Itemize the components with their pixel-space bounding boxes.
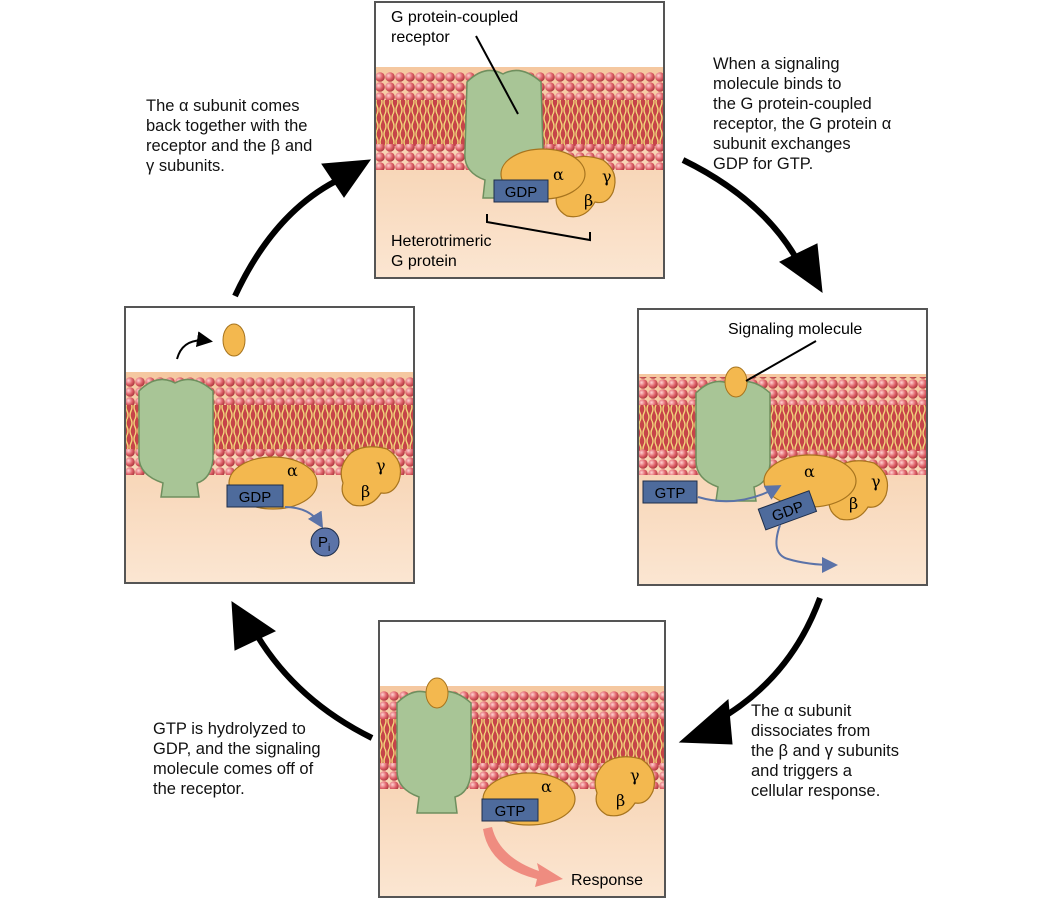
beta-label: β	[584, 191, 593, 210]
inorganic-phosphate	[310, 527, 340, 557]
gpcr-receptor	[138, 378, 214, 498]
caption-reassembly: The α subunit comes back together with t…	[146, 97, 313, 175]
alpha-label: α	[541, 777, 552, 796]
cycle-arrow-bottom-right	[713, 596, 823, 725]
heterotrimeric-label-line2: G protein	[391, 253, 457, 270]
cycle-arrows	[231, 157, 823, 745]
phosphate-release-arrow	[284, 506, 324, 529]
gtp-box	[481, 798, 539, 822]
cycle-arrowhead-top-right	[779, 243, 823, 294]
signaling-pointer-line	[745, 340, 817, 382]
beta-label: β	[361, 482, 370, 501]
alpha-label: α	[804, 462, 815, 481]
released-signaling-molecule	[222, 323, 246, 357]
caption-activation: When a signaling molecule binds to the G…	[713, 55, 892, 173]
signaling-molecule-label: Signaling molecule	[728, 321, 862, 338]
gtp-label: GTP	[655, 485, 686, 502]
signaling-molecule	[724, 366, 748, 398]
gtp-box	[642, 480, 698, 504]
gamma-label: γ	[630, 766, 640, 785]
panel-frame	[378, 620, 666, 898]
response-arrow	[483, 827, 563, 887]
cycle-arrowhead-bottom-left	[231, 601, 277, 651]
release-arrow	[176, 331, 213, 360]
cycle-arrow-top-left	[232, 175, 344, 298]
gdp-box	[493, 179, 549, 203]
gpcr-pointer-line	[475, 35, 519, 115]
cycle-arrowhead-bottom-right	[678, 698, 733, 745]
cycle-arrow-bottom-left	[252, 630, 374, 741]
signaling-molecule	[425, 677, 449, 709]
gpcr-label-line1: G protein-coupled	[391, 9, 518, 26]
gtp-entry-arrow	[697, 485, 782, 503]
heterotrimeric-label-line1: Heterotrimeric	[391, 233, 491, 250]
beta-gamma-subunit	[340, 446, 402, 507]
gdp-exit-arrow	[775, 524, 838, 573]
cycle-arrowhead-top-left	[321, 159, 372, 198]
gamma-label: γ	[376, 456, 386, 475]
gpcr-label-line2: receptor	[391, 29, 450, 46]
gamma-label: γ	[871, 472, 881, 491]
alpha-label: α	[553, 165, 564, 184]
caption-hydrolysis: GTP is hydrolyzed to GDP, and the signal…	[153, 720, 321, 798]
panel-activation: Signaling molecule γ β α GTP GDP	[637, 308, 928, 586]
gamma-label: γ	[602, 167, 612, 186]
beta-label: β	[616, 791, 625, 810]
panel-inactive: γ β α GDP G protein-coupled receptor Het…	[374, 1, 665, 279]
panel-frame	[637, 308, 928, 586]
pi-label: P	[318, 534, 328, 551]
caption-dissociation: The α subunit dissociates from the β and…	[751, 702, 900, 800]
panel-frame	[124, 306, 415, 584]
cycle-arrow-top-right	[681, 157, 803, 267]
gtp-label: GTP	[495, 803, 526, 820]
membrane-outer-heads	[638, 377, 927, 407]
gdp-box	[757, 490, 818, 531]
panel-frame	[374, 1, 665, 279]
beta-gamma-subunit	[594, 756, 656, 817]
alpha-label: α	[287, 461, 298, 480]
heterotrimer-bracket	[486, 214, 591, 242]
beta-label: β	[849, 494, 858, 513]
pi-subscript: i	[328, 543, 330, 554]
membrane-tails	[638, 405, 927, 451]
gdp-box	[226, 484, 284, 508]
gdp-label: GDP	[505, 184, 538, 201]
gdp-label: GDP	[239, 489, 272, 506]
response-label: Response	[571, 872, 643, 889]
panel-response: α GTP γ β Response	[378, 620, 666, 898]
panel-hydrolysis: α GDP P i γ β	[124, 306, 415, 584]
